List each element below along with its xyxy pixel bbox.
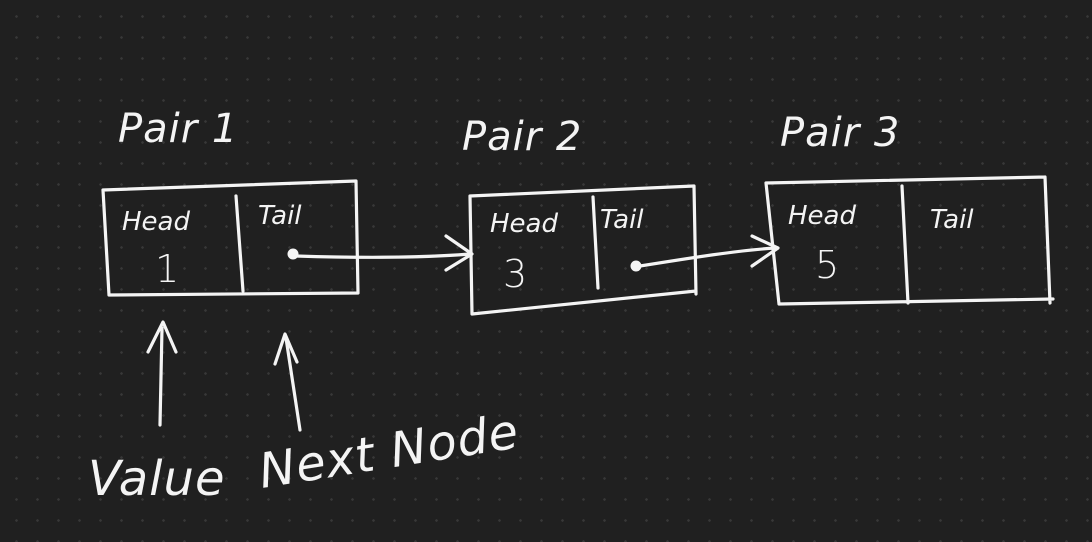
pair-3-box bbox=[764, 175, 1055, 306]
pair-2-value: 3 bbox=[503, 252, 527, 296]
pair-2-title: Pair 2 bbox=[462, 114, 582, 160]
value-annotation-arrow bbox=[146, 320, 178, 427]
pair-1-title: Pair 1 bbox=[118, 106, 238, 152]
pair-1-box bbox=[101, 179, 360, 297]
pair-2-box bbox=[468, 184, 698, 316]
pair-3-tail-label: Tail bbox=[930, 205, 974, 235]
pair-3-value: 5 bbox=[815, 243, 839, 287]
pair-2-head-label: Head bbox=[490, 209, 558, 239]
pointer-arrow-1-to-2 bbox=[294, 234, 474, 272]
pointer-arrow-2-to-3 bbox=[638, 234, 780, 268]
pair-3-title: Pair 3 bbox=[780, 110, 900, 156]
pair-2-pointer-dot bbox=[630, 260, 642, 272]
pair-1-pointer-dot bbox=[287, 248, 299, 260]
pair-2: Pair 2 Head 3 Tail bbox=[462, 114, 698, 316]
pair-3-head-label: Head bbox=[788, 201, 856, 231]
pair-3: Pair 3 Head 5 Tail bbox=[764, 110, 1055, 306]
pair-1-head-label: Head bbox=[122, 207, 190, 237]
pair-1: Pair 1 Head 1 Tail bbox=[101, 106, 360, 297]
pair-2-tail-label: Tail bbox=[600, 205, 644, 235]
pair-1-value: 1 bbox=[155, 247, 179, 291]
next-node-annotation: Next Node bbox=[255, 404, 523, 500]
pair-1-tail-label: Tail bbox=[258, 201, 302, 231]
value-annotation: Value bbox=[88, 451, 225, 507]
next-node-annotation-arrow bbox=[273, 332, 302, 432]
